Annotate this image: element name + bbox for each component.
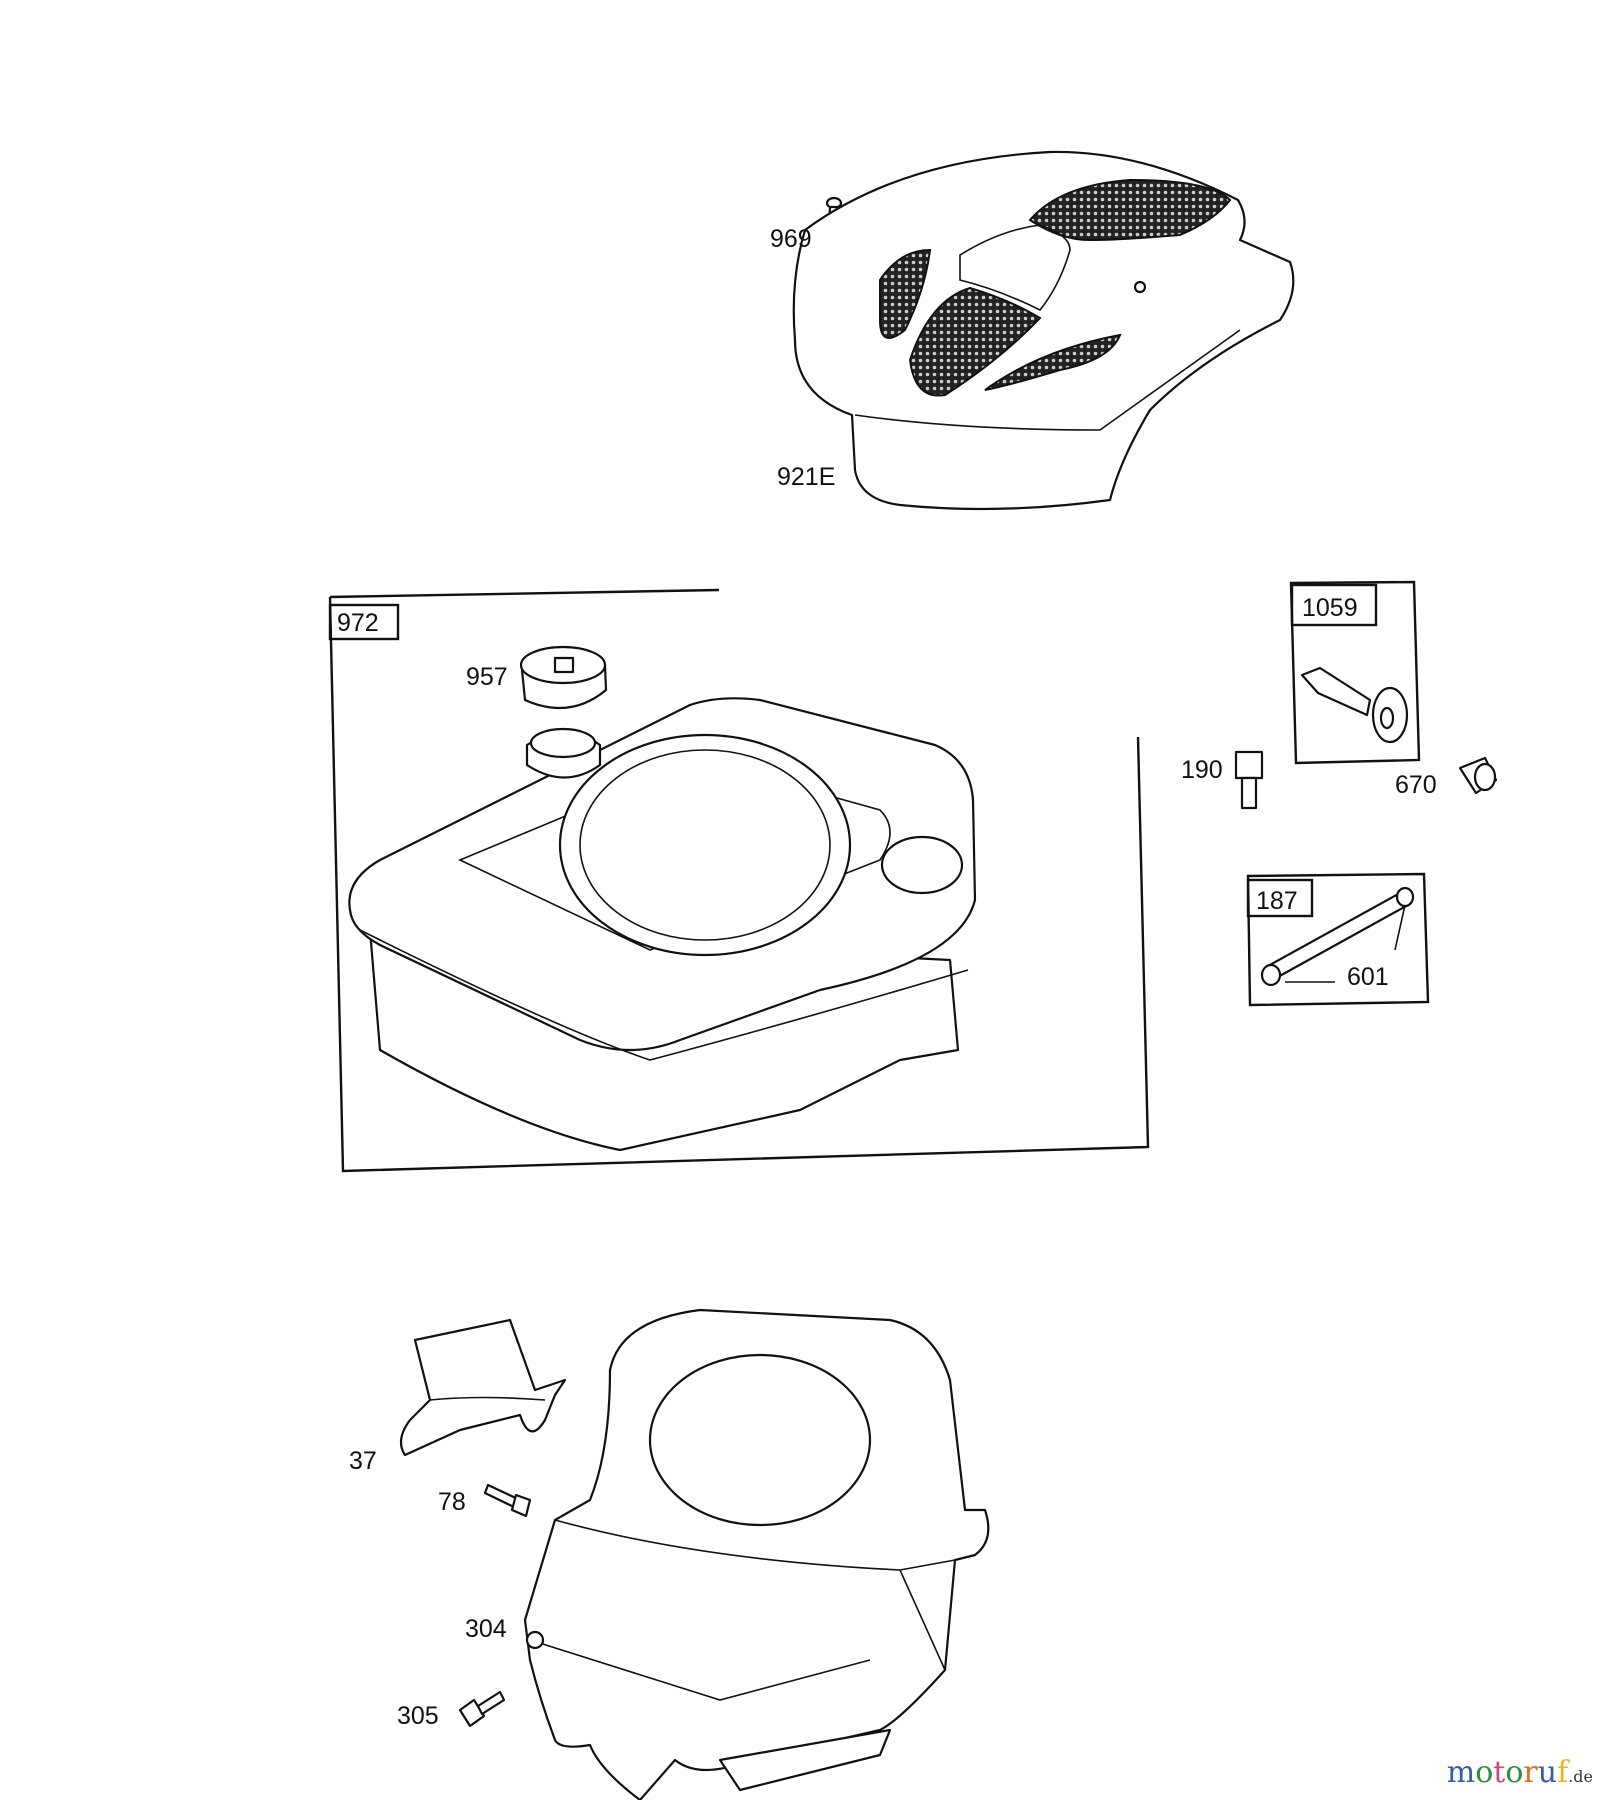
watermark-letter: u (1537, 1755, 1558, 1790)
screw-78 (483, 1483, 532, 1518)
blower-housing-304 (523, 1308, 990, 1800)
kit-frame-1059 (1289, 580, 1421, 765)
watermark-letter: f (1557, 1755, 1569, 1790)
kit-frame-972 (328, 588, 1150, 1173)
watermark-suffix: .de (1568, 1767, 1593, 1786)
callout-37: 37 (349, 1447, 377, 1475)
fuel-tank (348, 697, 977, 1152)
kit-frame-187 (1246, 872, 1430, 1007)
callout-190: 190 (1181, 756, 1223, 784)
callout-921E: 921E (777, 463, 835, 491)
callout-1059: 1059 (1302, 594, 1358, 622)
callout-670: 670 (1395, 771, 1437, 799)
shield-37 (399, 1318, 567, 1457)
callout-304: 304 (465, 1615, 507, 1643)
watermark-letters: motoruf (1447, 1755, 1568, 1790)
callout-78: 78 (438, 1488, 466, 1516)
watermark-letter: o (1505, 1755, 1524, 1790)
watermark-letter: r (1523, 1755, 1538, 1790)
callout-305: 305 (397, 1702, 439, 1730)
callout-601: 601 (1347, 963, 1389, 991)
engine-cover-921E (792, 150, 1295, 511)
screw-305 (458, 1690, 506, 1728)
callout-957: 957 (466, 663, 508, 691)
watermark-logo: motoruf.de (1447, 1755, 1593, 1790)
fuel-cap-957 (519, 645, 608, 710)
bushing-670 (1458, 756, 1498, 795)
callout-187: 187 (1256, 887, 1298, 915)
bolt-190 (1234, 750, 1264, 810)
watermark-letter: t (1493, 1755, 1506, 1790)
callout-969: 969 (770, 225, 812, 253)
callout-972: 972 (337, 609, 379, 637)
watermark-letter: m (1446, 1755, 1476, 1790)
watermark-letter: o (1475, 1755, 1494, 1790)
